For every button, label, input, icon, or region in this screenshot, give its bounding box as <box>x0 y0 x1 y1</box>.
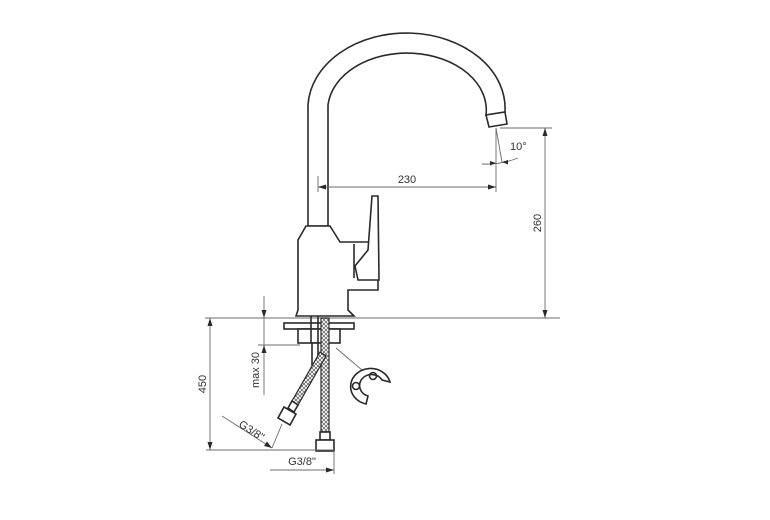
dimension-countertop-thickness: max 30 <box>250 296 300 395</box>
angled-hose-nut <box>276 405 298 427</box>
dimension-spout-reach: 230 <box>317 128 497 192</box>
dimension-hose-connection-angled: G3/8" <box>221 415 283 449</box>
flexible-hoses <box>276 317 335 452</box>
faucet-body <box>294 225 379 317</box>
spout-height-label: 260 <box>532 214 544 232</box>
straight-hose-ferrule <box>319 431 331 441</box>
dimension-spout-angle: 10° <box>481 127 527 166</box>
angled-connection-label: G3/8" <box>236 418 266 443</box>
aerator <box>485 111 508 128</box>
dimension-total-hose-length: 450 <box>197 318 334 451</box>
straight-hose-nut <box>315 439 335 452</box>
dimension-spout-height: 260 <box>500 127 552 318</box>
lever-handle <box>353 195 380 281</box>
straight-connection-label: G3/8" <box>288 456 316 468</box>
spout-reach-label: 230 <box>398 174 416 186</box>
countertop-thickness-label: max 30 <box>250 352 262 388</box>
spout <box>307 32 508 227</box>
dimension-hose-connection-straight: G3/8" <box>270 451 335 474</box>
spout-angle-label: 10° <box>510 141 527 153</box>
total-hose-length-label: 450 <box>197 375 209 393</box>
horseshoe-mounting-bracket <box>335 347 392 405</box>
straight-hose <box>320 317 330 433</box>
